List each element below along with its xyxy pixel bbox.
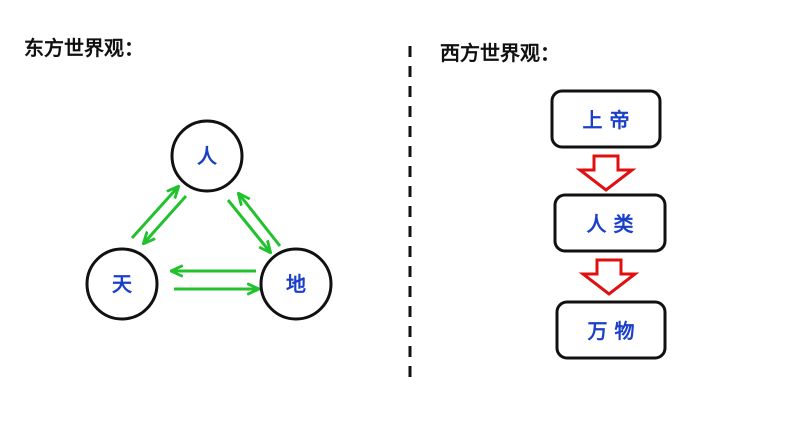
arrow-earth-to-human bbox=[239, 194, 282, 247]
relation-arrows bbox=[130, 187, 282, 289]
western-worldview-title: 西方世界观： bbox=[440, 41, 560, 65]
eastern-worldview-title: 东方世界观： bbox=[24, 36, 144, 60]
node-human-label: 人 bbox=[197, 144, 218, 168]
arrow-human-to-earth bbox=[226, 199, 270, 252]
box-god-label: 上 帝 bbox=[583, 108, 630, 132]
node-earth: 地 bbox=[259, 247, 333, 321]
box-humanity-label: 人 类 bbox=[587, 212, 634, 236]
arrow-heaven-to-human bbox=[130, 187, 178, 240]
node-earth-label: 地 bbox=[286, 272, 306, 296]
box-all-things: 万 物 bbox=[555, 300, 667, 360]
node-heaven-label: 天 bbox=[112, 272, 133, 296]
box-god: 上 帝 bbox=[550, 89, 662, 149]
box-humanity: 人 类 bbox=[553, 193, 667, 253]
red-down-arrow-1 bbox=[575, 154, 637, 192]
node-heaven: 天 bbox=[85, 247, 159, 321]
red-down-arrow-2 bbox=[578, 258, 640, 296]
node-human: 人 bbox=[170, 119, 244, 193]
box-all-things-label: 万 物 bbox=[587, 319, 635, 343]
arrow-human-to-heaven bbox=[144, 195, 188, 243]
